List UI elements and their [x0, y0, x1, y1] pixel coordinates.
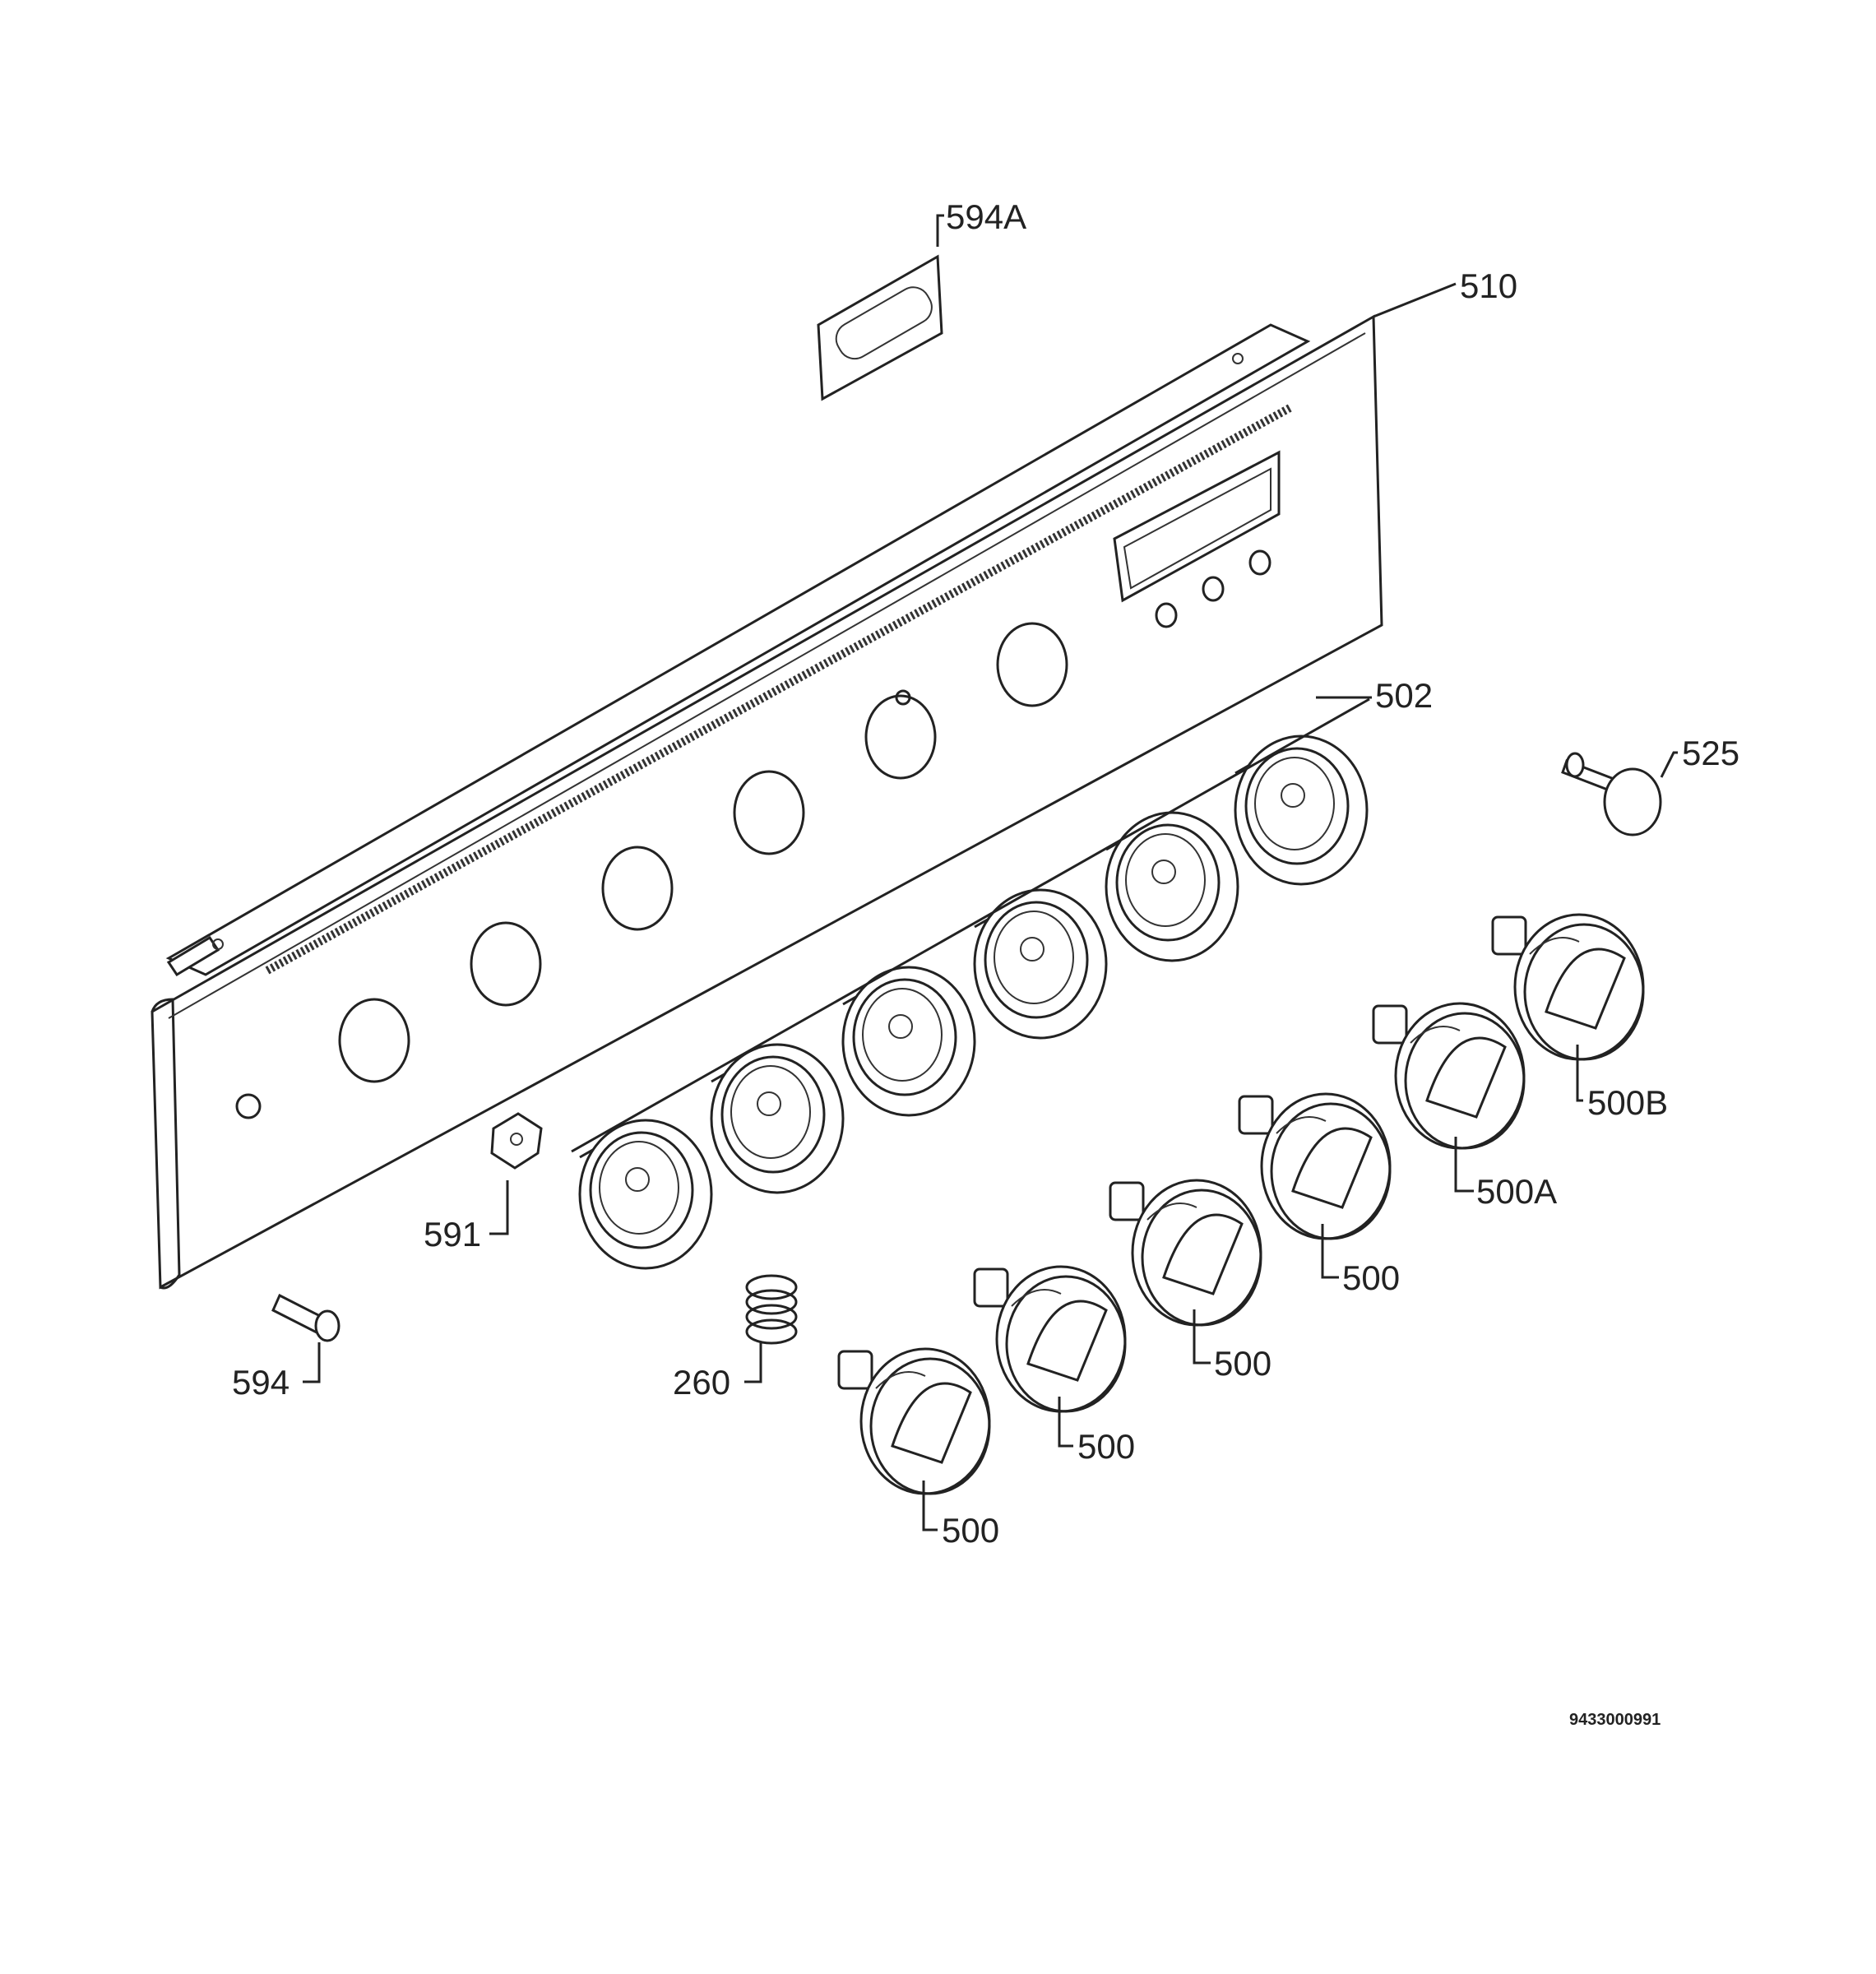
pin-525 — [1561, 752, 1662, 836]
clip-594a — [817, 254, 943, 401]
control-knob — [1372, 1002, 1526, 1150]
label-525: 525 — [1682, 734, 1739, 772]
washer-591 — [490, 1112, 543, 1170]
control-knobs — [837, 913, 1645, 1495]
label-500-2: 500 — [1214, 1344, 1272, 1383]
bezel-ring — [578, 1119, 713, 1270]
leader-lines — [303, 214, 1678, 1531]
diagram-code: 9433000991 — [1569, 1711, 1661, 1729]
bezel-ring — [841, 966, 976, 1117]
control-knob — [1491, 913, 1645, 1061]
spring-260 — [745, 1274, 798, 1345]
label-500a: 500A — [1476, 1172, 1557, 1211]
label-500-4: 500 — [942, 1511, 999, 1550]
bezel-ring — [973, 888, 1108, 1040]
label-500-3: 500 — [1077, 1427, 1135, 1466]
pin-594 — [271, 1293, 340, 1342]
label-594a: 594A — [946, 197, 1026, 236]
control-knob — [973, 1265, 1127, 1413]
label-260: 260 — [673, 1363, 730, 1402]
bezel-ring — [1234, 734, 1369, 886]
control-knob — [1238, 1092, 1392, 1240]
bezel-ring — [1105, 811, 1239, 962]
control-knob — [837, 1347, 991, 1495]
label-510: 510 — [1460, 266, 1517, 305]
bezel-ring — [710, 1043, 845, 1194]
bezel-rings — [578, 734, 1369, 1270]
label-591: 591 — [424, 1215, 481, 1253]
label-594: 594 — [232, 1363, 290, 1402]
control-panel — [151, 314, 1383, 1290]
label-500b: 500B — [1587, 1083, 1668, 1122]
control-knob — [1109, 1179, 1262, 1327]
label-500-1: 500 — [1342, 1258, 1400, 1297]
label-502: 502 — [1375, 676, 1433, 715]
